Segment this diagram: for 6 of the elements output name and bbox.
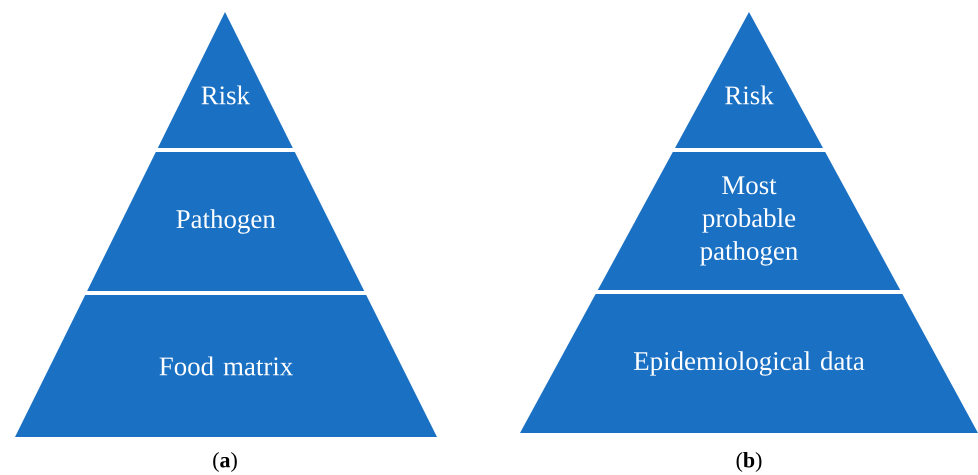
pyramid-tier: Epidemiological data — [520, 294, 978, 433]
pyramid-tier: Risk — [158, 12, 293, 148]
pyramid-tier: Pathogen — [87, 152, 364, 291]
pyramid-tier: Food matrix — [15, 295, 437, 437]
pyramid-tier: Risk — [675, 12, 823, 148]
pyramid-tier: Most probable pathogen — [598, 152, 900, 290]
